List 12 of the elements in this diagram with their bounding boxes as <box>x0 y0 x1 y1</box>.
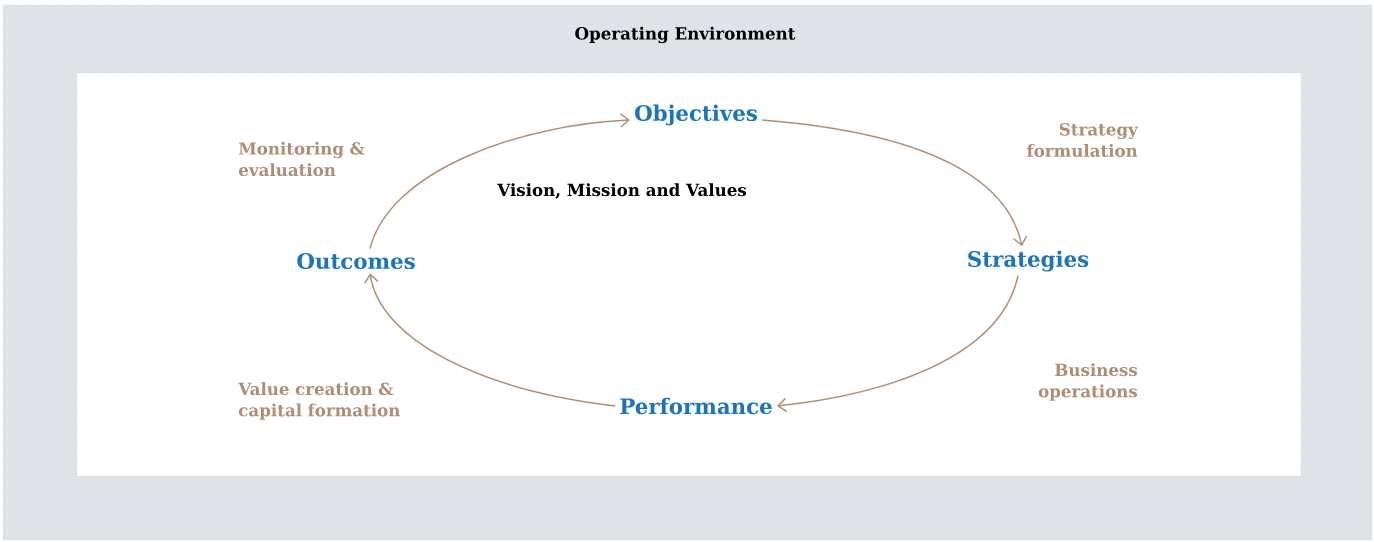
curved-arrow <box>369 113 630 250</box>
stage-label: Performance <box>620 397 772 415</box>
edge-label: Monitoring & evaluation <box>238 141 365 177</box>
edge-label: Value creation & capital formation <box>238 382 400 420</box>
edge-label: Strategy formulation <box>1027 123 1139 157</box>
stage-label: Strategies <box>968 250 1089 272</box>
curved-arrow <box>776 275 1019 413</box>
stage-label: Outcomes <box>297 252 415 270</box>
curved-arrow <box>761 119 1028 247</box>
stage-label: Objectives <box>635 104 757 126</box>
curved-arrow <box>364 273 616 407</box>
edge-label: Business operations <box>1038 363 1138 401</box>
